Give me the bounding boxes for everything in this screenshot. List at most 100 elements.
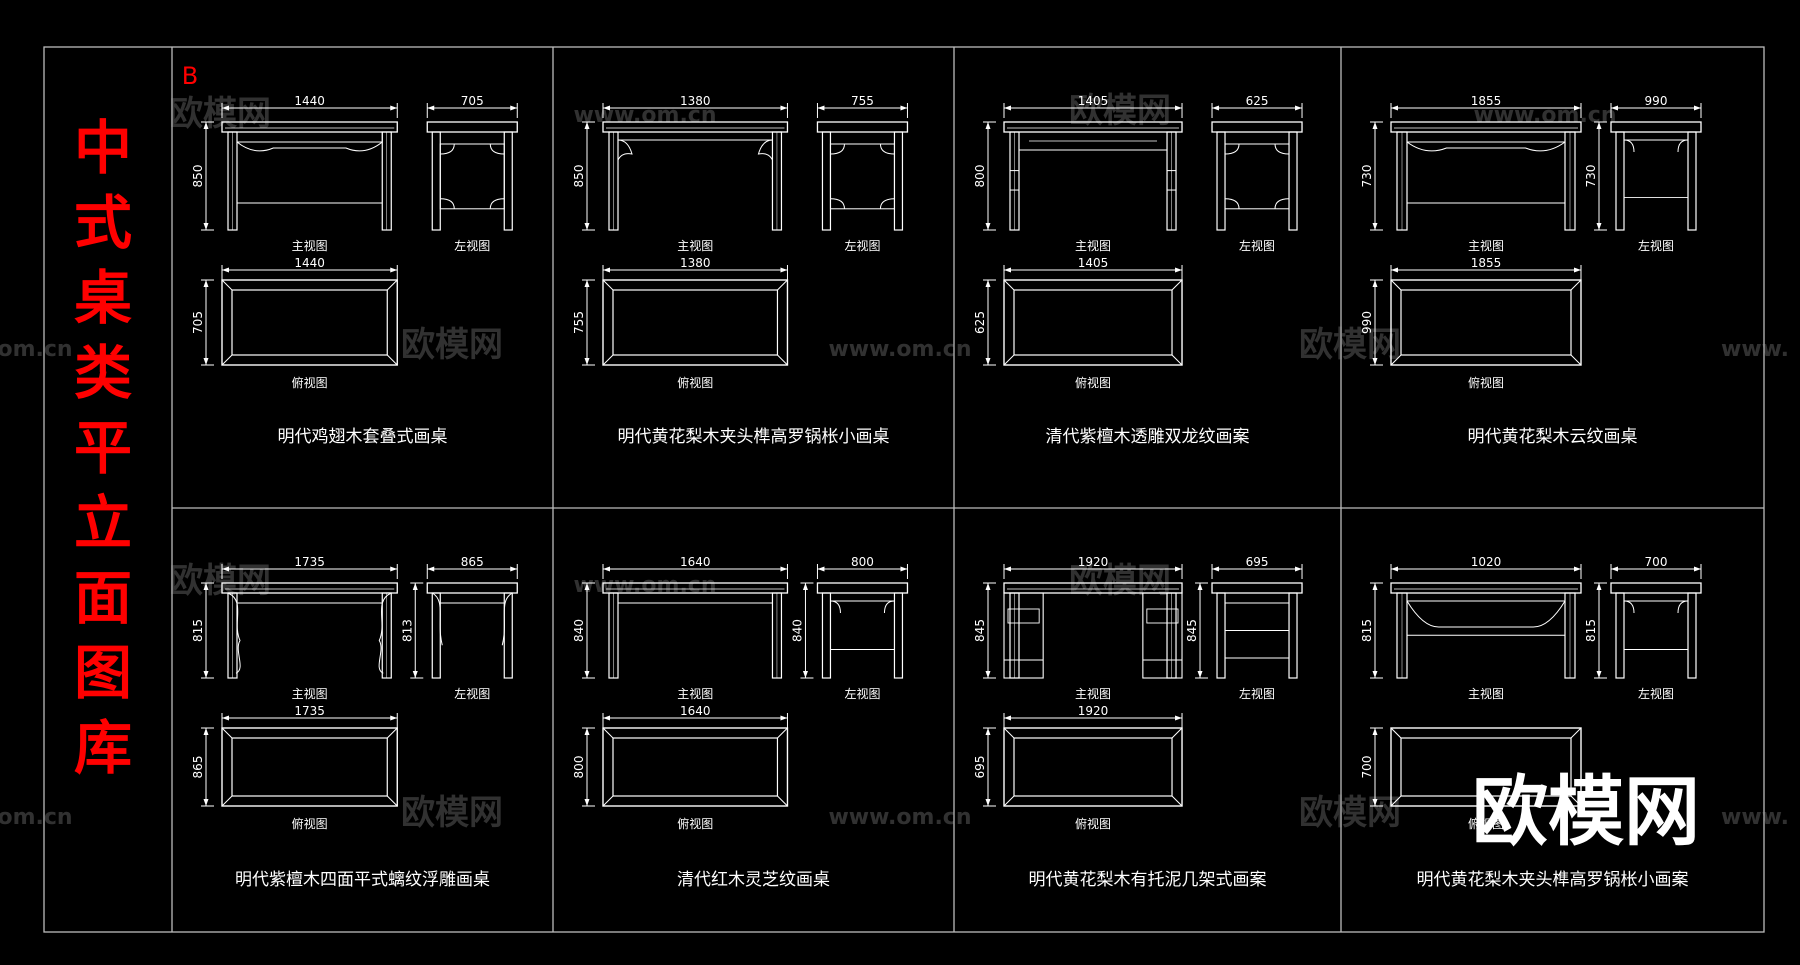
- cad-path: [440, 198, 505, 209]
- table-name-caption: 明代黄花梨木有托泥几架式画案: [1029, 870, 1267, 890]
- dimension-horizontal: 1020: [1390, 555, 1582, 579]
- cad-rect: [893, 592, 904, 679]
- cad-rect: [1142, 592, 1183, 679]
- dimension-value: 1855: [1471, 94, 1502, 108]
- cad-rect: [503, 131, 513, 231]
- table-name-caption: 明代黄花梨木夹头榫高罗锅枨小画桌: [618, 427, 890, 447]
- dimension-horizontal: 755: [816, 94, 908, 118]
- dimension-value: 695: [973, 756, 987, 779]
- cad-rect: [1216, 592, 1226, 679]
- dim-arrow: [1175, 715, 1183, 721]
- dim-arrow: [985, 728, 991, 735]
- dimension-vertical: 850: [191, 121, 214, 231]
- dim-arrow: [1372, 223, 1378, 230]
- dim-arrow: [1596, 671, 1602, 678]
- cad-rect: [893, 131, 904, 231]
- dim-arrow: [985, 280, 991, 287]
- dimension-value: 815: [1584, 619, 1598, 642]
- title-char: 立: [74, 489, 132, 557]
- dim-arrow: [900, 566, 908, 572]
- dim-arrow: [1596, 223, 1602, 230]
- dim-arrow: [1197, 671, 1203, 678]
- dimension-value: 625: [973, 311, 987, 334]
- dim-arrow: [203, 583, 209, 590]
- cad-rect: [426, 582, 518, 594]
- cad-rect: [1003, 279, 1183, 366]
- cad-line: [221, 795, 233, 807]
- dimension-value: 815: [191, 619, 205, 642]
- dimension-vertical: 800: [973, 121, 996, 231]
- dim-arrow: [510, 566, 518, 572]
- watermark-text: 欧模网: [1299, 325, 1401, 365]
- cad-line: [1171, 354, 1183, 366]
- dimension-value: 755: [851, 94, 874, 108]
- elevation-view: [1003, 582, 1183, 679]
- dimension-vertical: 815: [1360, 582, 1383, 679]
- dim-arrow: [1596, 583, 1602, 590]
- dim-arrow: [1212, 566, 1220, 572]
- view-label-front: 主视图: [677, 238, 713, 253]
- cad-path: [440, 143, 505, 155]
- dim-arrow: [203, 728, 209, 735]
- elevation-view: [221, 582, 398, 679]
- cad-rect: [426, 121, 518, 133]
- dimension-value: 1640: [680, 555, 711, 569]
- cad-path: [1623, 139, 1689, 153]
- dim-arrow: [584, 799, 590, 806]
- cad-path: [227, 592, 241, 674]
- watermark-text: www.om.cn: [573, 103, 716, 128]
- dimension-horizontal: 625: [1211, 94, 1303, 118]
- cad-path: [1406, 600, 1566, 628]
- dimension-value: 700: [1645, 555, 1668, 569]
- dimension-horizontal: 1380: [602, 256, 788, 280]
- cad-rect: [602, 582, 789, 594]
- dim-arrow: [1175, 105, 1183, 111]
- side-view: [1610, 121, 1702, 231]
- dimension-value: 730: [1584, 165, 1598, 188]
- cad-rect: [612, 737, 779, 797]
- watermark-text: www.om.cn: [828, 337, 971, 362]
- title-char: 中: [74, 114, 132, 182]
- cad-line: [777, 727, 788, 739]
- dimension-vertical: 845: [973, 582, 996, 679]
- dim-arrow: [1372, 728, 1378, 735]
- dim-arrow: [1596, 122, 1602, 129]
- dim-arrow: [222, 105, 229, 111]
- watermark-text: 欧模网: [1069, 561, 1171, 601]
- cad-rect: [231, 737, 388, 797]
- cad-rect: [1610, 582, 1702, 594]
- dimension-value: 1855: [1471, 256, 1502, 270]
- view-label-plan: 俯视图: [1075, 816, 1111, 831]
- cad-rect: [231, 289, 388, 356]
- dim-arrow: [203, 122, 209, 129]
- dimension-value: 990: [1360, 311, 1374, 334]
- view-label-front: 主视图: [1468, 238, 1504, 253]
- dimension-value: 850: [572, 165, 586, 188]
- dimension-vertical: 850: [572, 121, 595, 231]
- side-view: [1211, 582, 1303, 679]
- view-label-side: 左视图: [1638, 238, 1674, 253]
- cad-line: [602, 795, 614, 807]
- cad-path: [617, 139, 633, 161]
- cad-rect: [1013, 737, 1173, 797]
- dimension-value: 1440: [294, 256, 325, 270]
- cad-rect: [439, 143, 505, 210]
- view-label-side: 左视图: [844, 686, 880, 701]
- cad-path: [1225, 143, 1290, 155]
- dimension-value: 1440: [294, 94, 325, 108]
- dim-arrow: [985, 223, 991, 230]
- dim-arrow: [780, 715, 788, 721]
- cad-line: [1003, 795, 1015, 807]
- cad-path: [501, 592, 513, 646]
- dimension-value: 1735: [294, 555, 325, 569]
- view-label-side: 左视图: [1239, 686, 1275, 701]
- dim-arrow: [802, 583, 808, 590]
- cad-path: [830, 198, 895, 209]
- cad-path: [378, 592, 392, 674]
- dim-arrow: [603, 105, 610, 111]
- elevation-view: [1003, 121, 1183, 231]
- dim-arrow: [1694, 105, 1701, 111]
